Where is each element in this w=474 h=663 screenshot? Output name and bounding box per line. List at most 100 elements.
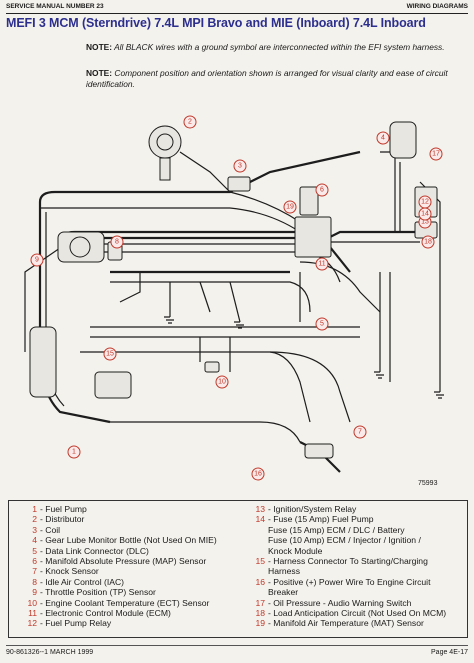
callout-19-label: 19 xyxy=(286,204,294,211)
callout-4: 4 xyxy=(376,131,390,145)
note-text: All BLACK wires with a ground symbol are… xyxy=(114,42,445,52)
note-text: Component position and orientation shown… xyxy=(86,68,448,89)
callout-11: 11 xyxy=(315,257,329,271)
callout-8: 8 xyxy=(110,235,124,249)
callout-8-label: 8 xyxy=(115,239,119,246)
legend-item: 18- Load Anticipation Circuit (Not Used … xyxy=(243,608,465,618)
callout-2: 2 xyxy=(183,115,197,129)
callout-19: 19 xyxy=(283,200,297,214)
gear-lube-bottle-component xyxy=(389,121,417,159)
legend-item-text: - Distributor xyxy=(40,514,85,525)
legend-item: Breaker xyxy=(243,587,465,597)
legend-item-text: - Throttle Position (TP) Sensor xyxy=(40,587,156,598)
legend-item-number: 16 xyxy=(255,576,265,587)
ect-sensor-component xyxy=(204,361,220,373)
legend-item: Harness xyxy=(243,566,465,576)
legend-item-text: - Data Link Connector (DLC) xyxy=(40,545,149,556)
legend-item-number: 14 xyxy=(255,514,265,525)
callout-markers: 1 2 3 4 5 6 7 8 9 10 11 12 13 14 15 16 1… xyxy=(30,115,443,481)
page-title: MEFI 3 MCM (Sterndrive) 7.4L MPI Bravo a… xyxy=(6,16,426,30)
legend-item-text: - Oil Pressure - Audio Warning Switch xyxy=(268,597,412,608)
legend-item: Knock Module xyxy=(243,546,465,556)
legend-item: 5- Data Link Connector (DLC) xyxy=(15,546,240,556)
callout-15: 15 xyxy=(103,347,117,361)
legend-item: 1- Fuel Pump xyxy=(15,504,240,514)
callout-1-label: 1 xyxy=(72,449,76,456)
legend-item: 14- Fuse (15 Amp) Fuel Pump xyxy=(243,514,465,524)
legend-item: 11- Electronic Control Module (ECM) xyxy=(15,608,240,618)
note-component-position: NOTE: Component position and orientation… xyxy=(86,68,466,90)
legend-item-text: - Fuel Pump xyxy=(40,504,87,514)
legend-item-number: 8 xyxy=(32,576,37,587)
callout-10-label: 10 xyxy=(218,379,226,386)
callout-17: 17 xyxy=(429,147,443,161)
callout-7: 7 xyxy=(353,425,367,439)
manual-number: SERVICE MANUAL NUMBER 23 xyxy=(6,3,104,10)
legend-item-text: - Fuse (15 Amp) Fuel Pump xyxy=(268,514,374,525)
wiring-diagram: 1 2 3 4 5 6 7 8 9 10 11 12 13 14 15 16 1… xyxy=(24,115,444,481)
legend-item: 7- Knock Sensor xyxy=(15,566,240,576)
callout-18: 18 xyxy=(421,235,435,249)
legend-item-number xyxy=(243,535,268,545)
legend-item: 19- Manifold Air Temperature (MAT) Senso… xyxy=(243,618,465,628)
callout-15-label: 15 xyxy=(106,351,114,358)
callout-9-label: 9 xyxy=(35,257,39,264)
legend-item-number: 19 xyxy=(255,618,265,629)
legend-item-text: - Engine Coolant Temperature (ECT) Senso… xyxy=(40,597,210,608)
legend-item-text: - Manifold Absolute Pressure (MAP) Senso… xyxy=(40,556,207,567)
callout-1: 1 xyxy=(67,445,81,459)
note-label: NOTE: xyxy=(86,42,113,52)
legend-item-number xyxy=(243,566,268,576)
legend-item-text: Fuse (10 Amp) ECM / Injector / Ignition … xyxy=(268,535,421,546)
legend-item-number: 4 xyxy=(32,535,37,546)
legend-item-text: - Electronic Control Module (ECM) xyxy=(40,608,171,619)
callout-17-label: 17 xyxy=(432,151,440,158)
callout-13-label: 13 xyxy=(421,219,429,226)
legend-item: 3- Coil xyxy=(15,525,240,535)
legend-item-text: - Manifold Air Temperature (MAT) Sensor xyxy=(268,618,424,629)
legend-item: 16- Positive (+) Power Wire To Engine Ci… xyxy=(243,577,465,587)
callout-6-label: 6 xyxy=(320,187,324,194)
legend-item: 13- Ignition/System Relay xyxy=(243,504,465,514)
callout-7-label: 7 xyxy=(358,429,362,436)
legend-item: 8- Idle Air Control (IAC) xyxy=(15,577,240,587)
engine-block-component xyxy=(94,371,132,399)
legend-item: 6- Manifold Absolute Pressure (MAP) Sens… xyxy=(15,556,240,566)
distributor-component xyxy=(148,125,182,181)
legend-item-text: Fuse (15 Amp) ECM / DLC / Battery xyxy=(268,524,405,535)
legend-item-number: 9 xyxy=(32,587,37,598)
callout-3-label: 3 xyxy=(238,163,242,170)
page-number: Page 4E-17 xyxy=(431,648,468,656)
callout-4-label: 4 xyxy=(381,135,385,142)
legend-item-text: Knock Module xyxy=(268,545,323,556)
callout-5: 5 xyxy=(315,317,329,331)
callout-16: 16 xyxy=(251,467,265,481)
legend-item: 17- Oil Pressure - Audio Warning Switch xyxy=(243,598,465,608)
legend-item: 10- Engine Coolant Temperature (ECT) Sen… xyxy=(15,598,240,608)
legend-item-text: - Ignition/System Relay xyxy=(268,504,357,514)
legend-item: Fuse (15 Amp) ECM / DLC / Battery xyxy=(243,525,465,535)
page-footer: 90-861326--1 MARCH 1999 Page 4E-17 xyxy=(6,645,468,658)
figure-number: 75993 xyxy=(418,480,438,487)
legend-item-number: 7 xyxy=(32,566,37,577)
coil-component xyxy=(227,176,251,192)
callout-10: 10 xyxy=(215,375,229,389)
callout-9: 9 xyxy=(30,253,44,267)
legend-item-number: 15 xyxy=(255,556,265,567)
legend-item-text: - Load Anticipation Circuit (Not Used On… xyxy=(268,608,447,619)
harness-bundle xyxy=(24,150,441,473)
legend-item-text: Harness xyxy=(268,566,300,577)
page-header: SERVICE MANUAL NUMBER 23 WIRING DIAGRAMS xyxy=(6,3,468,14)
legend-item: 12- Fuel Pump Relay xyxy=(15,618,240,628)
legend-item-number: 13 xyxy=(255,504,265,514)
note-label: NOTE: xyxy=(86,68,113,78)
legend-item-text: - Coil xyxy=(40,524,61,535)
document-number: 90-861326--1 MARCH 1999 xyxy=(6,648,94,656)
note-ground-wires: NOTE: All BLACK wires with a ground symb… xyxy=(86,42,466,53)
legend-item-number: 11 xyxy=(28,608,37,619)
legend-item-number xyxy=(243,587,268,597)
legend-item-number: 1 xyxy=(32,504,37,514)
